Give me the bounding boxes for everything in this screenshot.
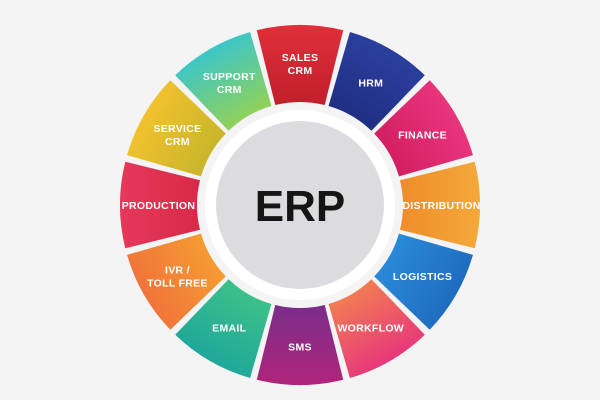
center-hub: ERP [205,110,395,300]
segment-shape-production [120,161,201,249]
segment-shape-workflow [328,279,425,378]
segment-label-line: CRM [165,136,190,148]
segment-label-finance: FINANCE [398,129,447,141]
segment-label-email: EMAIL [212,323,246,335]
segment-finance: FINANCE [374,80,473,177]
segment-label-line: SMS [288,342,312,354]
segment-label-line: CRM [288,65,313,77]
segment-label-line: TOLL FREE [147,277,208,289]
segment-label-line: SALES [282,52,319,64]
segment-ivr-toll-free: IVR /TOLL FREE [127,233,226,330]
center-label: ERP [255,182,345,231]
segment-label-ivr-toll-free: IVR /TOLL FREE [147,264,208,289]
segment-shape-finance [374,80,473,177]
segment-label-line: HRM [358,77,383,89]
segment-shape-distribution [399,161,481,249]
segment-shape-sms [256,304,344,385]
segment-label-workflow: WORKFLOW [337,323,404,335]
segment-shape-ivr-toll-free [127,233,226,330]
segment-label-line: DISTRIBUTION [402,200,480,212]
segment-sms: SMS [256,304,344,385]
segment-shape-hrm [328,32,425,131]
segment-shape-email [175,279,272,378]
segment-label-line: IVR / [165,264,190,276]
segment-workflow: WORKFLOW [328,279,425,378]
segment-label-production: PRODUCTION [122,200,196,212]
segment-shape-support-crm [175,32,272,131]
segment-hrm: HRM [328,32,425,131]
segment-email: EMAIL [175,279,272,378]
segment-label-line: FINANCE [398,129,447,141]
segment-label-line: EMAIL [212,323,246,335]
segment-shape-service-crm [127,80,226,177]
center-disc [216,121,384,289]
segment-shape-sales-crm [256,24,344,106]
segment-label-sms: SMS [288,342,312,354]
segment-label-logistics: LOGISTICS [393,271,452,283]
segment-label-line: PRODUCTION [122,200,196,212]
segment-label-distribution: DISTRIBUTION [402,200,480,212]
segment-label-line: LOGISTICS [393,271,452,283]
segment-distribution: DISTRIBUTION [399,161,481,249]
segment-label-line: SUPPORT [203,71,256,83]
segment-label-line: WORKFLOW [337,323,404,335]
segment-label-hrm: HRM [358,77,383,89]
segment-production: PRODUCTION [120,161,201,249]
segment-label-line: CRM [217,84,242,96]
segment-label-line: SERVICE [153,123,201,135]
segment-logistics: LOGISTICS [374,233,473,330]
segment-shape-logistics [374,233,473,330]
